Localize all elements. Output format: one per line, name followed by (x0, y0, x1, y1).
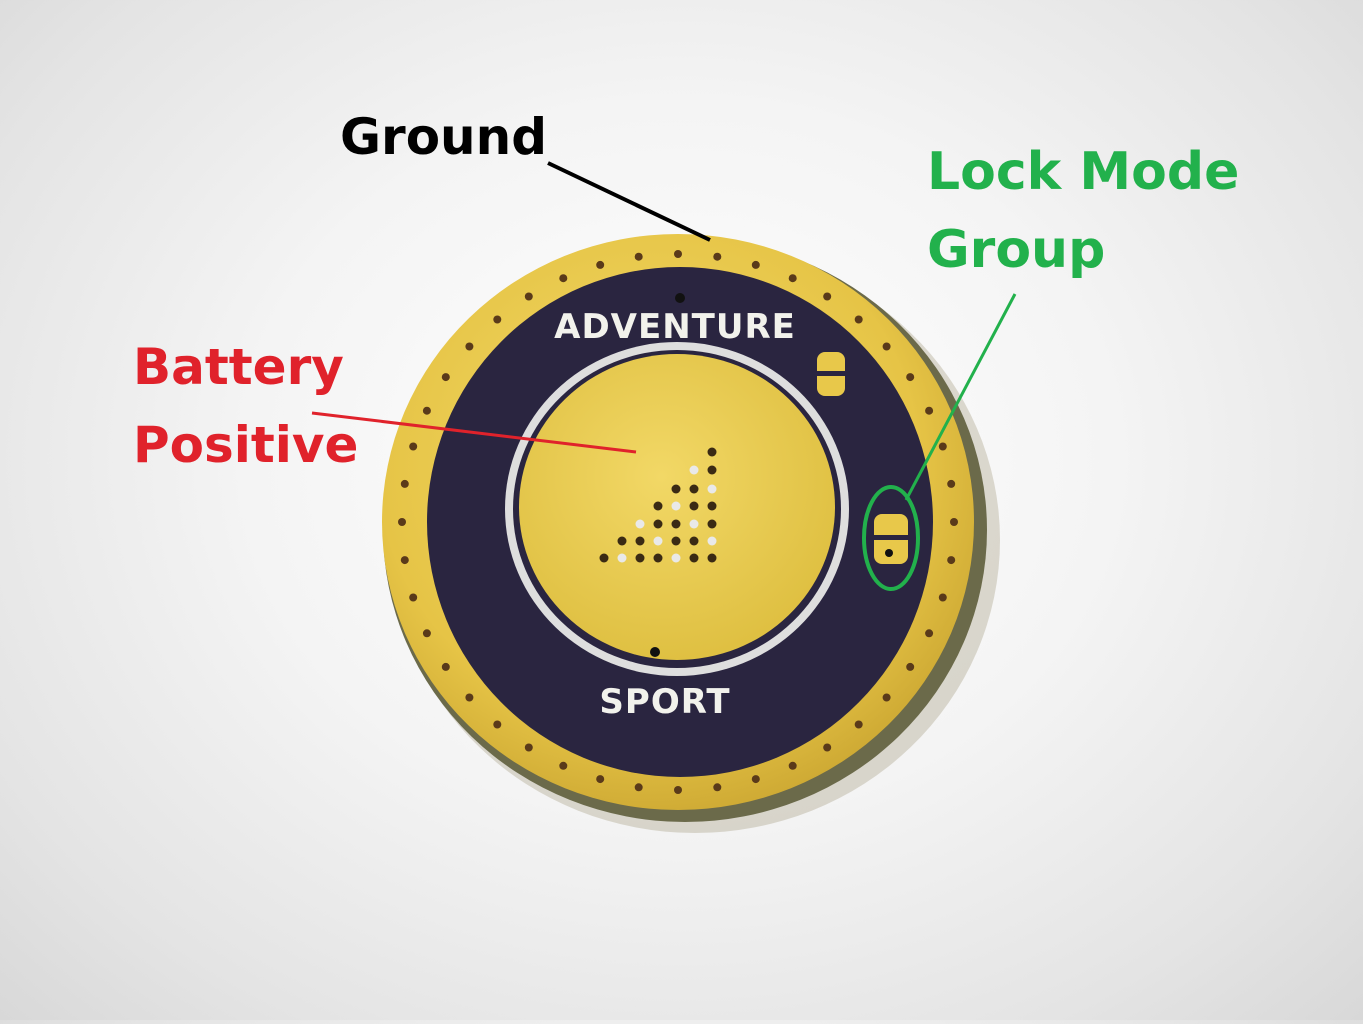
pad-via-dot (599, 553, 609, 563)
via-dot (938, 593, 947, 602)
via-dot (947, 556, 956, 565)
lock-mode-label-line2: Group (927, 220, 1106, 280)
via-dot (854, 720, 863, 729)
pad-via-dot (707, 519, 717, 529)
via-dot (882, 342, 891, 351)
pad-via-dot (689, 553, 699, 563)
pad-via-dot (671, 501, 681, 511)
via-dot (596, 775, 605, 784)
pad-via-dot (689, 536, 699, 546)
via-dot (751, 260, 760, 269)
pad-via-dot (635, 553, 645, 563)
lock-pad-upper (817, 352, 845, 396)
pad-via-dot (671, 536, 681, 546)
via-dot (925, 629, 934, 638)
pad-via-dot (707, 501, 717, 511)
via-dot (906, 662, 915, 671)
via-dot (938, 442, 947, 451)
via-dot (713, 252, 722, 261)
lock-pointer-line (904, 293, 1017, 501)
via-dot (674, 786, 682, 794)
board-text-adventure: ADVENTURE (554, 307, 796, 347)
battery-label-line2: Positive (133, 416, 359, 474)
via-dot (713, 783, 722, 792)
via-dot (634, 252, 643, 261)
via-hole (650, 647, 660, 657)
pad-via-dot (653, 501, 663, 511)
via-dot (441, 662, 450, 671)
via-dot (559, 761, 568, 770)
pad-via-dot (671, 519, 681, 529)
via-dot (524, 292, 533, 301)
via-dot (398, 518, 406, 526)
via-dot (854, 315, 863, 324)
pad-via-dot (635, 536, 645, 546)
via-dot (596, 260, 605, 269)
via-dot (493, 315, 502, 324)
perimeter-vias (398, 250, 958, 794)
lock-mode-highlight-oval (862, 485, 920, 591)
via-dot (493, 720, 502, 729)
via-dot (823, 743, 832, 752)
center-pad-vias (599, 447, 717, 563)
battery-pointer-line (311, 411, 637, 454)
board-text-sport: SPORT (599, 682, 730, 722)
via-dot (400, 479, 409, 488)
pad-via-dot (689, 484, 699, 494)
via-dot (788, 274, 797, 283)
battery-label-line1: Battery (133, 338, 344, 396)
pad-via-dot (617, 553, 627, 563)
ground-label: Ground (340, 108, 548, 166)
via-dot (947, 479, 956, 488)
via-dot (906, 373, 915, 382)
via-dot (950, 518, 958, 526)
ground-pointer-line (547, 161, 711, 242)
via-dot (422, 629, 431, 638)
via-hole (675, 293, 685, 303)
lock-mode-pads (874, 514, 908, 564)
pad-via-dot (707, 447, 717, 457)
pad-via-dot (689, 501, 699, 511)
pad-via-dot (707, 553, 717, 563)
pad-via-dot (671, 484, 681, 494)
pad-via-dot (653, 519, 663, 529)
via-dot (634, 783, 643, 792)
via-dot (788, 761, 797, 770)
via-dot (400, 556, 409, 565)
via-dot (823, 292, 832, 301)
via-dot (524, 743, 533, 752)
via-dot (409, 593, 418, 602)
pad-via-dot (707, 484, 717, 494)
via-dot (751, 775, 760, 784)
pad-via-dot (617, 536, 627, 546)
pad-via-dot (689, 465, 699, 475)
via-dot (465, 342, 474, 351)
via-dot (465, 693, 474, 702)
via-dot (559, 274, 568, 283)
pad-via-dot (671, 553, 681, 563)
pad-via-dot (707, 536, 717, 546)
pad-via-dot (689, 519, 699, 529)
lock-mode-label-line1: Lock Mode (927, 142, 1240, 202)
pad-via-dot (653, 536, 663, 546)
via-dot (674, 250, 682, 258)
via-dot (422, 406, 431, 415)
via-dot (409, 442, 418, 451)
via-dot (882, 693, 891, 702)
pad-via-dot (635, 519, 645, 529)
via-dot (441, 373, 450, 382)
via-dot (925, 406, 934, 415)
pad-via-dot (653, 553, 663, 563)
pad-via-dot (707, 465, 717, 475)
